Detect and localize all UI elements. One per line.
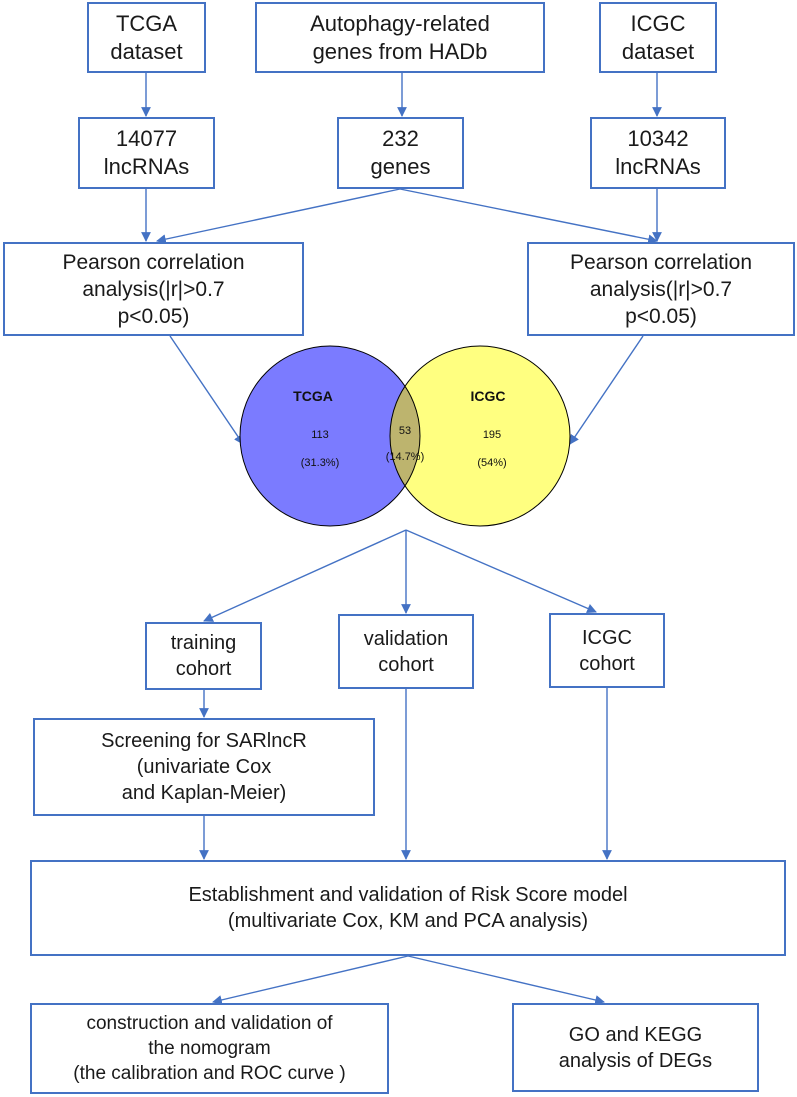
box-line: analysis of DEGs	[558, 1049, 713, 1072]
box-line: 10342	[627, 126, 689, 151]
box-line: analysis(|r|>0.7	[589, 277, 733, 301]
arrow-venn-to-icgc-cohort	[405, 529, 597, 614]
arrow-pearson-right-to-venn	[569, 335, 644, 445]
venn-circle-tcga-outline	[239, 345, 421, 527]
venn-label-tcga: TCGA	[293, 388, 333, 404]
tcga-lncrnas-box: 14077 lncRNAs	[78, 117, 215, 189]
arrow-pearson-left-to-venn	[169, 335, 244, 445]
screening-sarlncr-box: Screening for SARlncR (univariate Cox an…	[33, 718, 375, 816]
box-line: ICGC	[630, 10, 686, 36]
venn-circle-icgc	[390, 346, 570, 526]
arrow-risk-to-go-kegg	[407, 955, 605, 1005]
box-line: cohort	[378, 653, 434, 676]
box-line: Screening for SARlncR	[101, 730, 307, 752]
box-line: cohort	[579, 652, 635, 675]
box-line: Autophagy-related	[310, 10, 490, 36]
venn-percent-icgc: (54%)	[477, 457, 506, 469]
box-line: genes	[370, 154, 431, 179]
venn-label-icgc: ICGC	[471, 388, 506, 404]
box-line: lncRNAs	[103, 154, 190, 179]
box-line: (multivariate Cox, KM and PCA analysis)	[227, 910, 589, 932]
tcga-dataset-box: TCGA dataset	[87, 2, 206, 73]
box-line: GO and KEGG	[568, 1023, 703, 1046]
venn-circle-icgc-outline	[389, 345, 571, 527]
box-line: Establishment and validation of Risk Sco…	[188, 884, 628, 906]
box-line: analysis(|r|>0.7	[82, 277, 225, 301]
box-line: lncRNAs	[615, 154, 701, 179]
box-line: Pearson correlation	[569, 250, 753, 274]
box-line: 14077	[115, 126, 178, 151]
box-line: dataset	[110, 38, 183, 64]
venn-count-icgc: 195	[483, 429, 501, 441]
nomogram-box: construction and validation of the nomog…	[30, 1003, 389, 1094]
arrow-genes-to-pearson-left	[156, 188, 401, 244]
box-line: 232	[382, 126, 419, 151]
box-line: p<0.05)	[625, 304, 697, 328]
box-line: construction and validation of	[86, 1013, 333, 1034]
box-line: dataset	[621, 38, 695, 64]
box-line: ICGC	[582, 626, 632, 649]
box-line: training	[170, 632, 237, 654]
icgc-cohort-box: ICGC cohort	[549, 613, 665, 688]
venn-count-tcga: 113	[311, 429, 329, 441]
risk-score-model-box: Establishment and validation of Risk Sco…	[30, 860, 786, 956]
arrow-venn-to-training	[203, 529, 407, 622]
pearson-correlation-right-box: Pearson correlation analysis(|r|>0.7 p<0…	[527, 242, 795, 336]
venn-circle-tcga	[240, 346, 420, 526]
icgc-dataset-box: ICGC dataset	[599, 2, 717, 73]
venn-count-overlap: 53	[399, 425, 411, 437]
box-line: (the calibration and ROC curve )	[73, 1063, 346, 1084]
box-line: p<0.05)	[117, 304, 190, 328]
validation-cohort-box: validation cohort	[338, 614, 474, 689]
training-cohort-box: training cohort	[145, 622, 262, 690]
box-line: Pearson correlation	[62, 250, 245, 274]
autophagy-genes-box: Autophagy-related genes from HADb	[255, 2, 545, 73]
box-line: genes from HADb	[312, 38, 488, 64]
arrow-genes-to-pearson-right	[399, 188, 658, 245]
box-line: validation	[363, 627, 449, 650]
arrow-risk-to-nomogram	[212, 955, 409, 1005]
box-line: the nomogram	[148, 1038, 271, 1059]
venn-diagram: TCGA 113 (31.3%) ICGC 195 (54%) 53 (14.7…	[239, 345, 571, 527]
pearson-correlation-left-box: Pearson correlation analysis(|r|>0.7 p<0…	[3, 242, 304, 336]
box-line: (univariate Cox	[136, 756, 272, 778]
genes-232-box: 232 genes	[337, 117, 464, 189]
box-line: TCGA	[115, 10, 178, 36]
go-kegg-analysis-box: GO and KEGG analysis of DEGs	[512, 1003, 759, 1092]
box-line: cohort	[175, 658, 232, 680]
venn-percent-tcga: (31.3%)	[301, 457, 340, 469]
venn-percent-overlap: (14.7%)	[386, 451, 425, 463]
box-line: and Kaplan-Meier)	[121, 782, 287, 804]
icgc-lncrnas-box: 10342 lncRNAs	[590, 117, 726, 189]
